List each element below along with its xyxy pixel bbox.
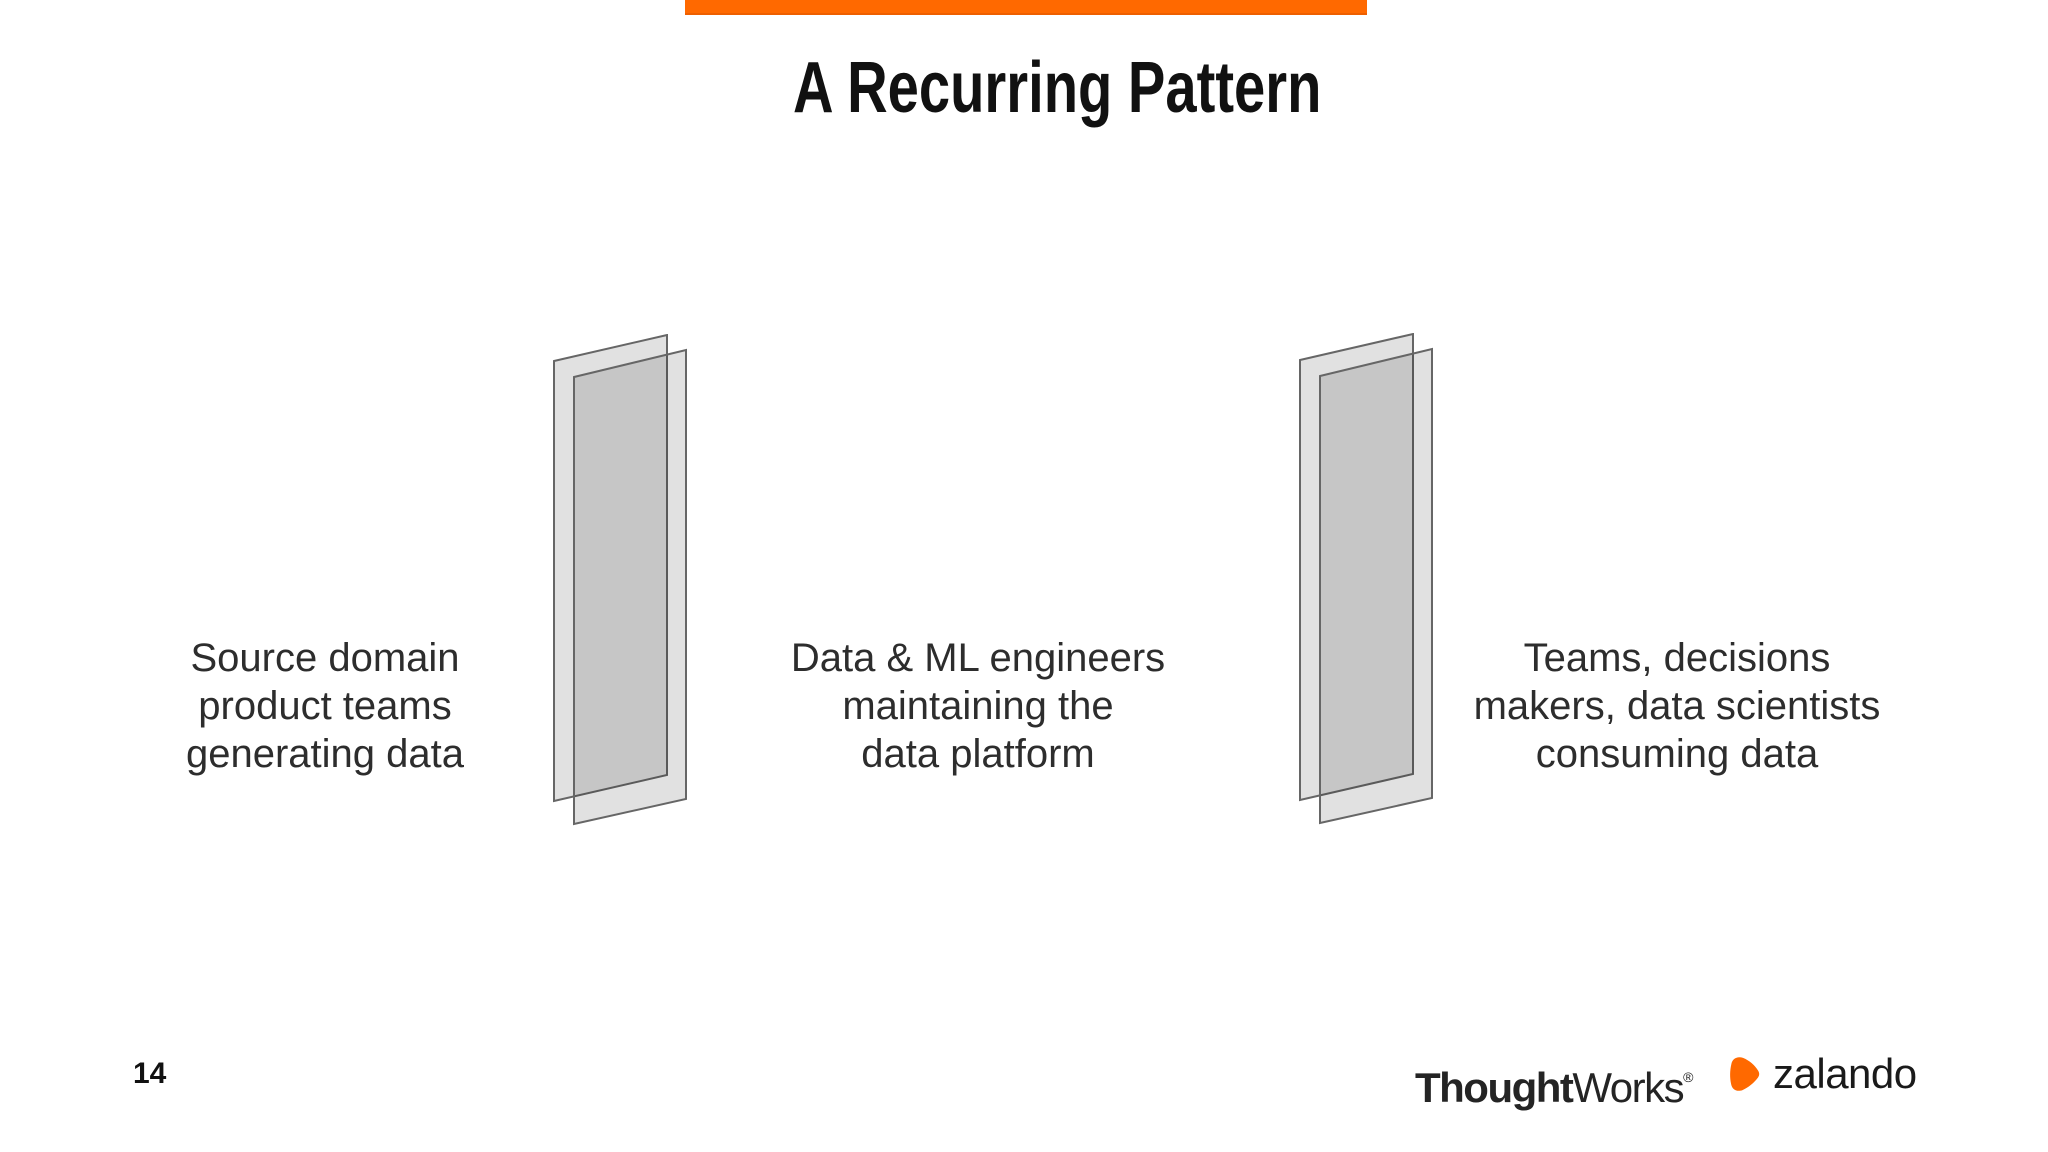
pane-back <box>553 334 668 803</box>
slide-title: A Recurring Pattern <box>793 48 1322 128</box>
zalando-pick-shape <box>1730 1057 1760 1091</box>
zalando-logo: zalando <box>1725 1052 1917 1096</box>
column-source-domain-text: Source domain product teams generating d… <box>185 636 464 776</box>
column-data-consumers-text: Teams, decisions makers, data scientists… <box>1473 636 1881 776</box>
registered-trademark-icon: ® <box>1683 1069 1694 1085</box>
accent-bar <box>685 0 1367 15</box>
zalando-pick-icon <box>1730 1057 1760 1091</box>
pane-front <box>1319 347 1433 825</box>
zalando-logo-text: zalando <box>1773 1050 1917 1097</box>
thoughtworks-logo-bold-part: Thought <box>1415 1064 1574 1111</box>
page-number: 14 <box>133 1057 167 1090</box>
column-platform-engineers-text: Data & ML engineers maintaining the data… <box>790 636 1166 776</box>
panel-pair-right-icon <box>1299 333 1433 825</box>
thoughtworks-logo: ThoughtWorks® <box>1415 1055 1693 1110</box>
pane-front <box>573 348 687 826</box>
panel-pair-left-icon <box>553 334 687 826</box>
pane-back <box>1299 333 1414 802</box>
thoughtworks-logo-regular-part: Works <box>1572 1064 1684 1111</box>
